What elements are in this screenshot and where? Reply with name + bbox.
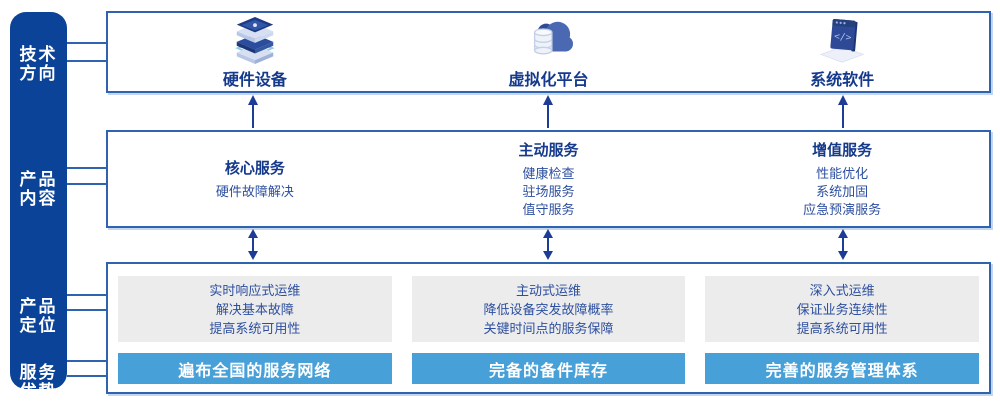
service-item: 驻场服务 [522,184,575,199]
service-item: 应急预演服务 [803,202,882,217]
connector-line [67,167,107,169]
connector-line [67,375,107,377]
positioning-column-realtime: 实时响应式运维 解决基本故障 提高系统可用性 遍布全国的服务网络 [118,276,392,384]
connector-line [67,360,107,362]
tech-item-label: 系统软件 [810,72,875,89]
positioning-card: 实时响应式运维 解决基本故障 提高系统可用性 [118,276,392,343]
cloud-database-icon [522,14,576,64]
service-column-core: 核心服务 硬件故障解决 [108,132,402,226]
tech-item-hardware: 硬件设备 [108,13,402,91]
up-arrow-icon [540,95,556,128]
product-positioning-panel: 实时响应式运维 解决基本故障 提高系统可用性 遍布全国的服务网络 主动式运维 降… [106,262,991,394]
service-column-proactive: 主动服务 健康检查 驻场服务 值守服务 [402,132,696,226]
positioning-line: 提高系统可用性 [209,320,301,336]
rail-label-product-content: 产品 内容 [19,170,58,208]
software-window-icon: </> [814,14,870,64]
category-rail: 技术 方向 产品 内容 产品 定位 服务 优势 [10,12,67,401]
rail-label-service-advantage: 服务 优势 [19,363,58,401]
service-item: 值守服务 [522,202,575,217]
advantage-bar: 遍布全国的服务网络 [118,353,392,384]
positioning-column-indepth: 深入式运维 保证业务连续性 提高系统可用性 完善的服务管理体系 [705,276,980,384]
positioning-line: 关键时间点的服务保障 [483,320,614,336]
tech-item-label: 虚拟化平台 [508,72,589,89]
connector-line [67,294,107,296]
service-column-value-added: 增值服务 性能优化 系统加固 应急预演服务 [695,132,989,226]
product-content-panel: 核心服务 硬件故障解决 主动服务 健康检查 驻场服务 值守服务 增值服务 性能优… [106,130,991,228]
tech-item-label: 硬件设备 [222,72,287,89]
positioning-line: 提高系统可用性 [796,320,888,336]
svg-text:</>: </> [834,31,852,43]
connector-line [67,183,107,185]
tech-item-virtualization: 虚拟化平台 [402,13,696,91]
service-column-title: 主动服务 [518,142,579,159]
double-arrow-icon [835,229,851,260]
double-arrow-icon [540,229,556,260]
service-item: 健康检查 [522,166,575,181]
double-arrow-icon [245,229,261,260]
rail-label-tech-direction: 技术 方向 [19,45,58,83]
service-item: 系统加固 [816,184,869,199]
connector-line [67,42,107,44]
service-column-title: 增值服务 [812,142,873,159]
connector-line [67,60,107,62]
positioning-line: 实时响应式运维 [209,282,301,298]
positioning-line: 主动式运维 [516,282,582,298]
connector-line [67,309,107,311]
up-arrow-icon [245,95,261,128]
advantage-bar: 完备的备件库存 [411,353,686,384]
positioning-column-proactive: 主动式运维 降低设备突发故障概率 关键时间点的服务保障 完备的备件库存 [411,276,686,384]
positioning-line: 降低设备突发故障概率 [483,301,614,317]
positioning-line: 深入式运维 [809,282,875,298]
tech-item-system-software: </> 系统软件 [695,13,989,91]
service-column-title: 核心服务 [224,160,285,177]
rail-label-product-positioning: 产品 定位 [19,297,58,335]
up-arrow-icon [835,95,851,128]
positioning-card: 深入式运维 保证业务连续性 提高系统可用性 [705,276,980,343]
service-item: 性能优化 [816,166,869,181]
service-item: 硬件故障解决 [215,184,294,199]
positioning-line: 保证业务连续性 [796,301,888,317]
positioning-line: 解决基本故障 [215,301,294,317]
tech-direction-panel: 硬件设备 虚拟化平台 [106,11,991,93]
positioning-card: 主动式运维 降低设备突发故障概率 关键时间点的服务保障 [411,276,686,343]
advantage-bar: 完善的服务管理体系 [705,353,980,384]
server-stack-icon [227,14,283,64]
